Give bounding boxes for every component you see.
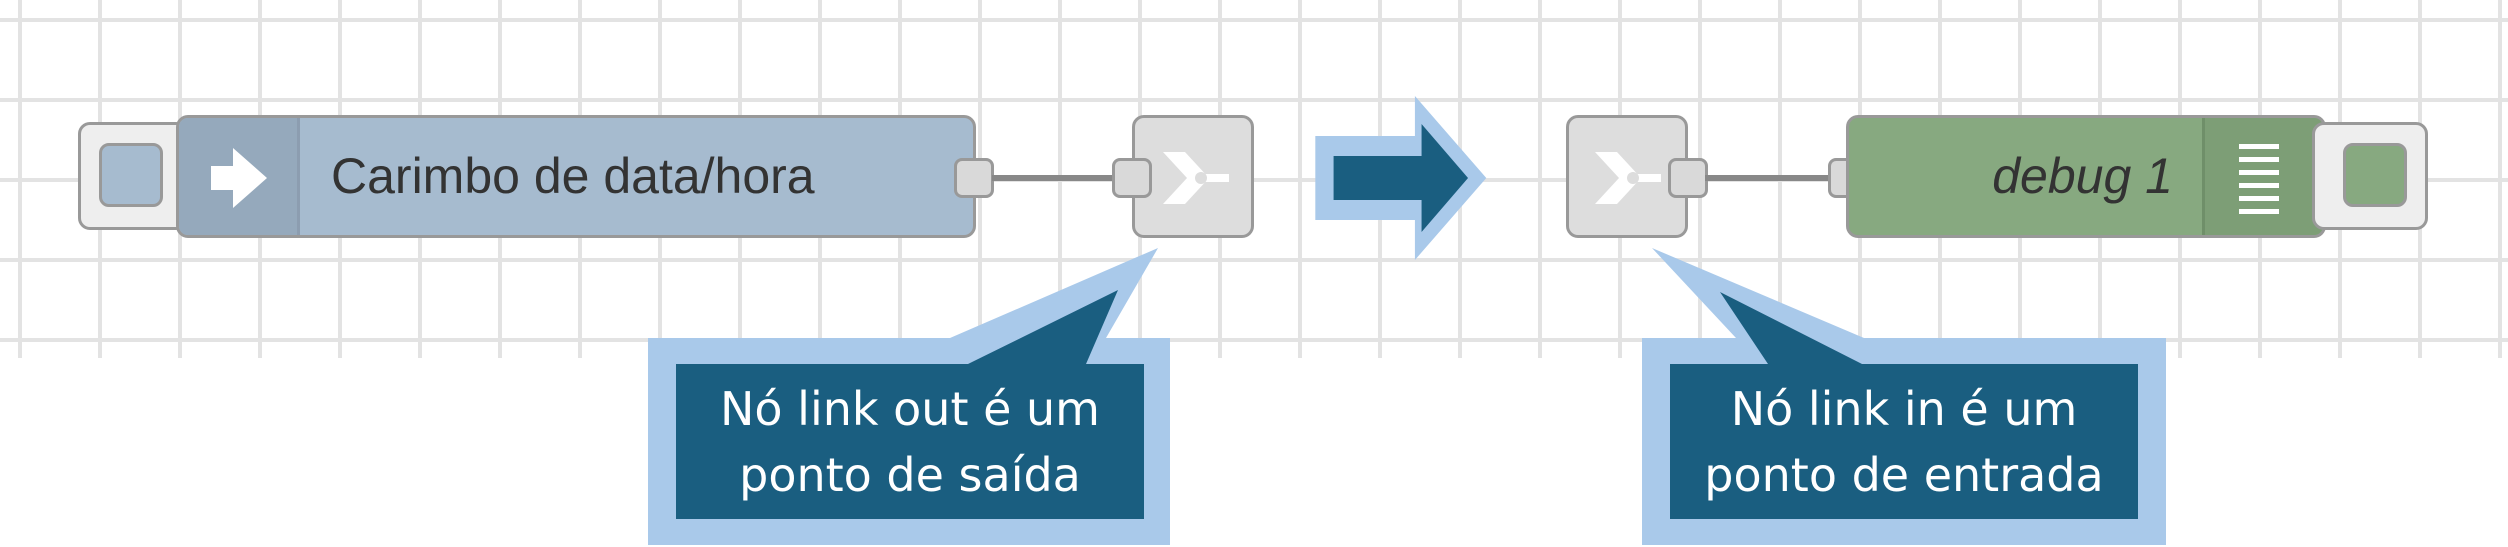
inject-output-port[interactable]	[954, 158, 994, 198]
inject-trigger-square[interactable]	[99, 143, 163, 207]
callout-link-out-line1: Nó link out é um	[720, 382, 1100, 436]
callout-link-out-text: Nó link out é um ponto de saída	[676, 376, 1144, 508]
link-in-icon	[1595, 152, 1661, 204]
big-arrow-right-icon	[1315, 96, 1487, 260]
debug-toggle-button[interactable]	[2312, 122, 2428, 230]
callout-link-in-line1: Nó link in é um	[1730, 382, 2078, 436]
callout-link-in-text: Nó link in é um ponto de entrada	[1670, 376, 2138, 508]
debug-icon-area	[2202, 118, 2323, 235]
callout-link-out-line2: ponto de saída	[739, 448, 1081, 502]
inject-node-label: Carimbo de data/hora	[331, 148, 815, 204]
debug-toggle-square[interactable]	[2343, 143, 2407, 207]
inject-trigger-button[interactable]	[78, 122, 188, 230]
callout-link-in-line2: ponto de entrada	[1704, 448, 2104, 502]
debug-node-label: debug 1	[1992, 148, 2173, 204]
inject-node[interactable]: Carimbo de data/hora	[176, 115, 976, 238]
list-lines-icon	[2239, 144, 2279, 214]
wire-link-in-to-debug	[1705, 175, 1835, 181]
debug-node[interactable]: debug 1	[1846, 115, 2326, 238]
link-out-input-port[interactable]	[1112, 158, 1152, 198]
link-out-node[interactable]	[1132, 115, 1254, 238]
arrow-right-icon	[211, 148, 267, 208]
inject-icon-area	[179, 118, 300, 235]
wire-inject-to-link-out	[992, 175, 1114, 181]
link-in-node[interactable]	[1566, 115, 1688, 238]
link-out-icon	[1163, 152, 1229, 204]
